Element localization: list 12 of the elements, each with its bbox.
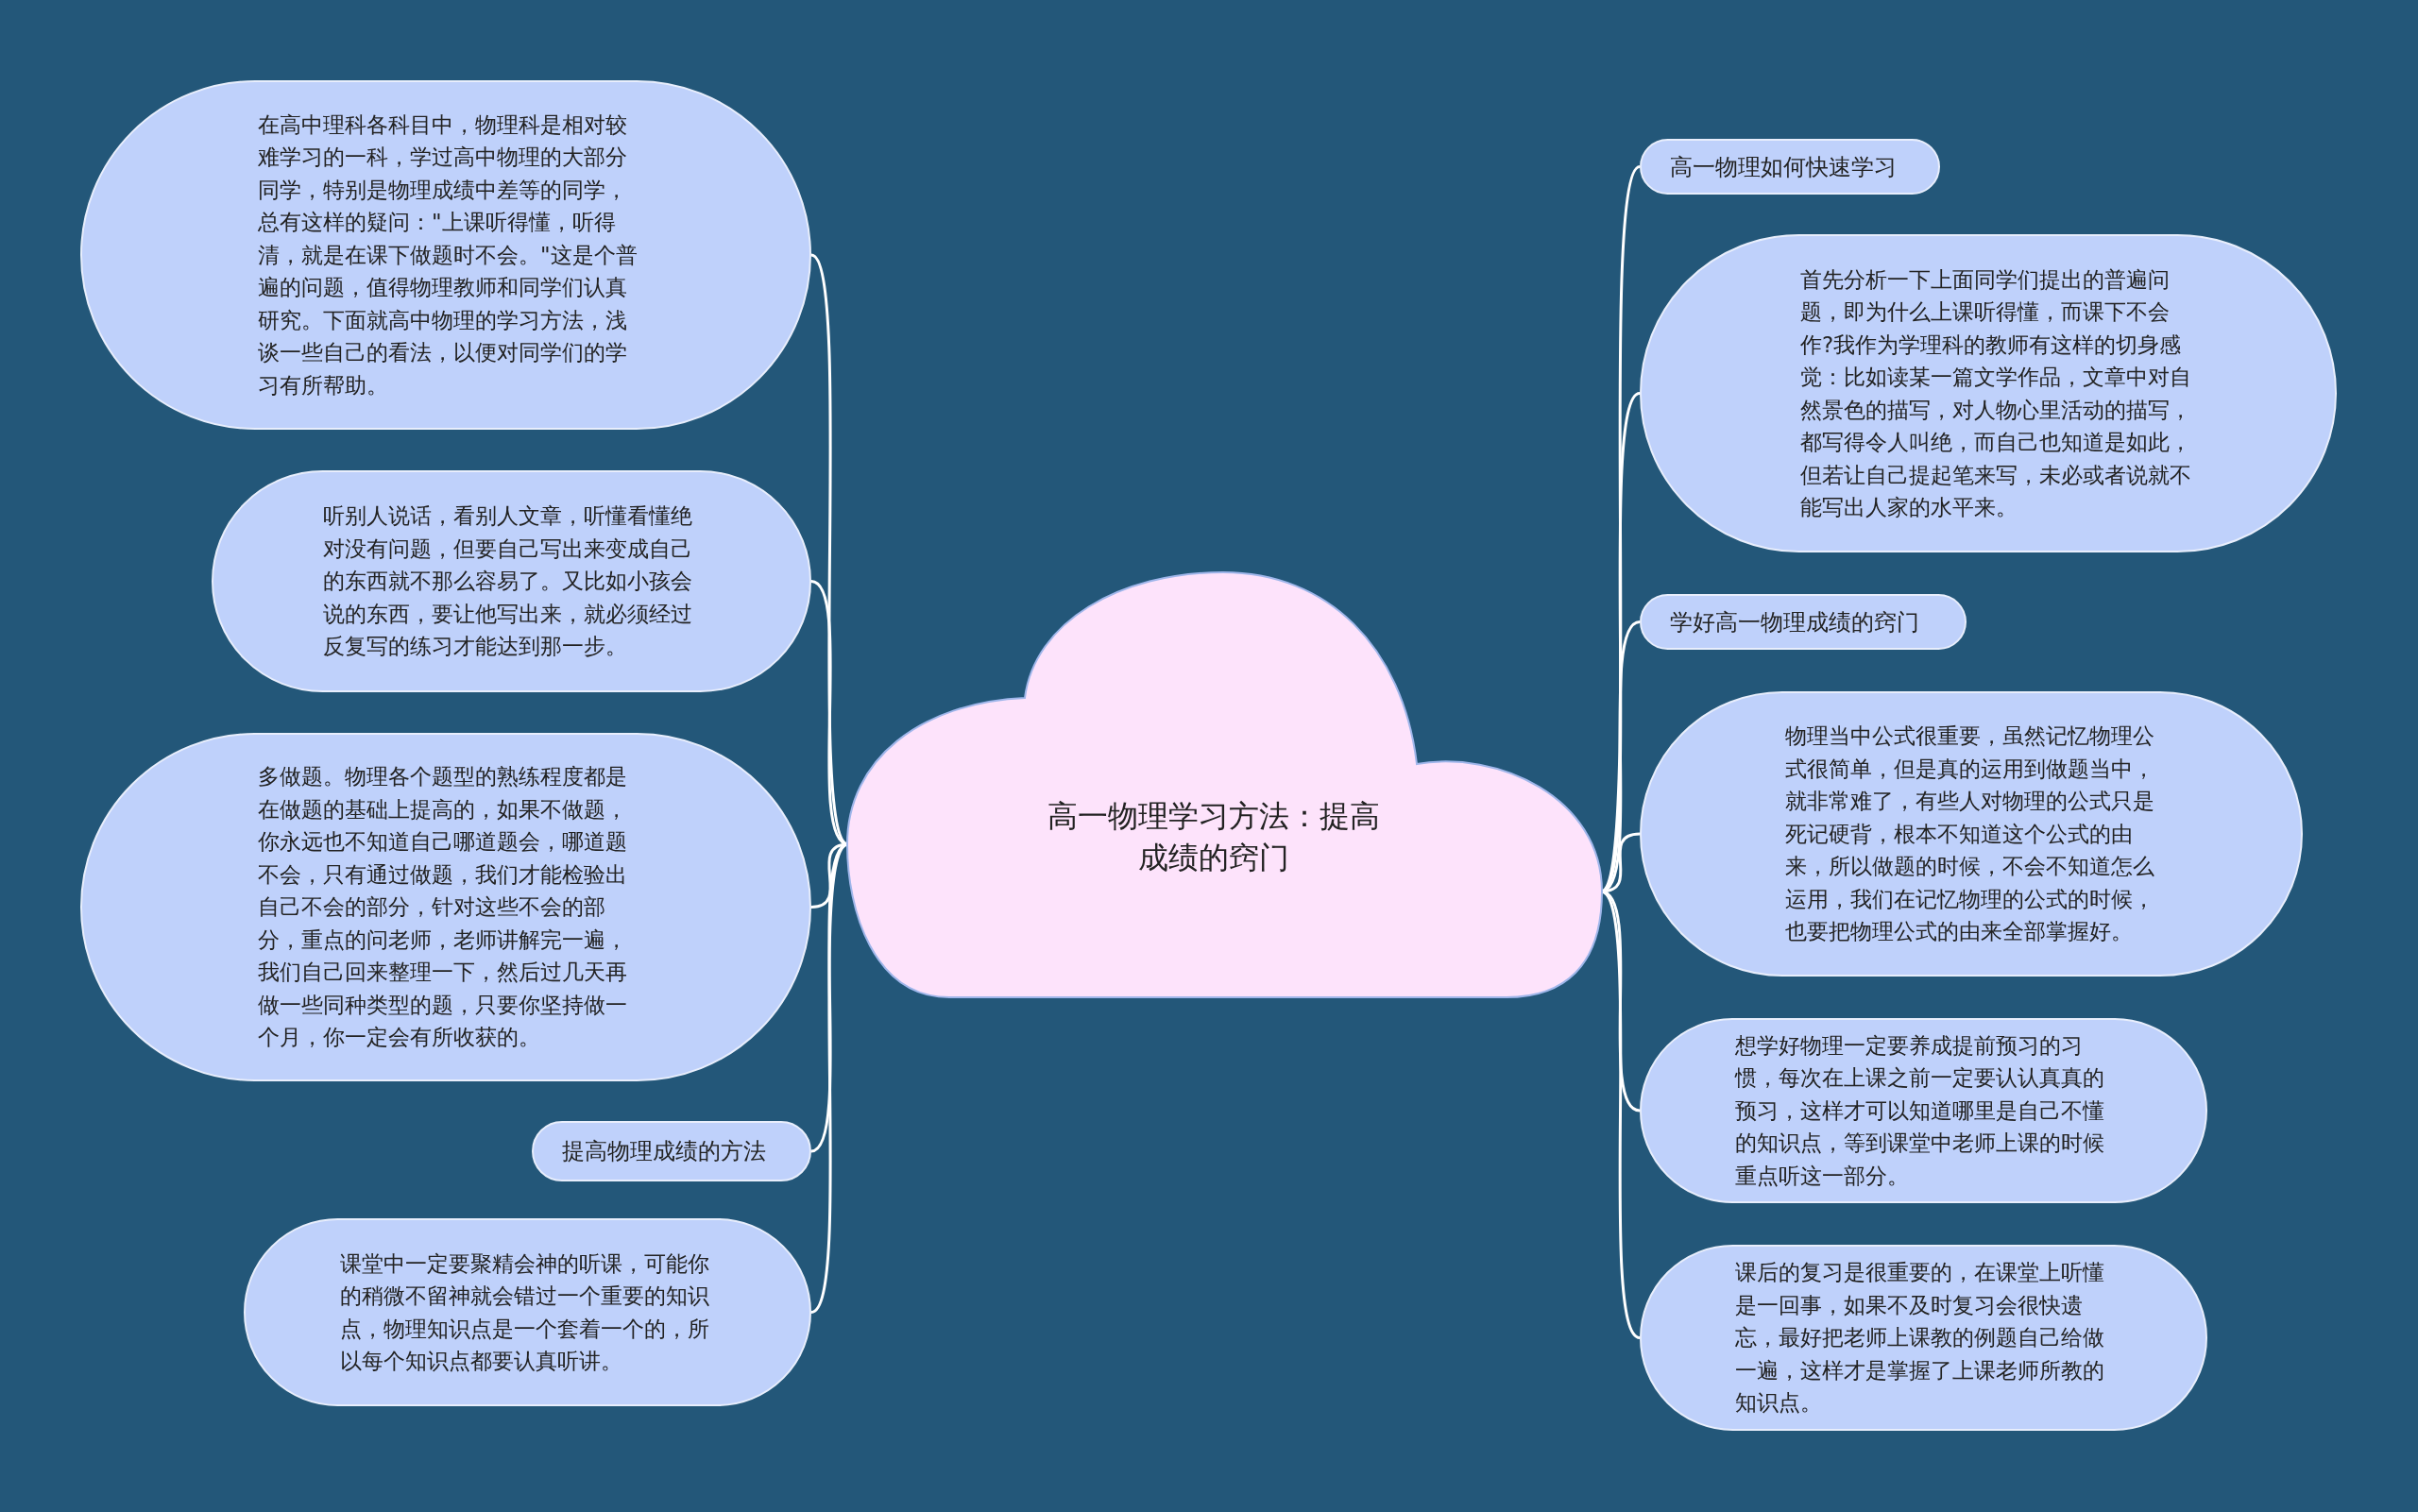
note-bubble: 首先分析一下上面同学们提出的普遍问题，即为什么上课听得懂，而课下不会作?我作为学理科的教师有这样的切身感觉：比如读某一篇文学作品，文章中对自然景色的描写，对人物心里活动的描写，都写得令人叫绝，而自己也知道是如此，但若让自己提起笔来写，未必或者说就不能写出人家的水平来。 bbox=[1640, 234, 2337, 552]
note-bubble: 多做题。物理各个题型的熟练程度都是在做题的基础上提高的，如果不做题，你永远也不知道自己哪道题会，哪道题不会，只有通过做题，我们才能检验出自己不会的部分，针对这些不会的部分，重点的问老师，老师讲解完一遍，我们自己回来整理一下，然后过几天再做一些同种类型的题，只要你坚持做一个月，你一定会有所收获的。 bbox=[80, 733, 811, 1081]
topic-pill: 学好高一物理成绩的窍门 bbox=[1640, 594, 1967, 650]
topic-pill: 提高物理成绩的方法 bbox=[532, 1121, 811, 1181]
note-bubble: 课堂中一定要聚精会神的听课，可能你的稍微不留神就会错过一个重要的知识点，物理知识点是一个套着一个的，所以每个知识点都要认真听讲。 bbox=[244, 1218, 811, 1406]
note-bubble: 物理当中公式很重要，虽然记忆物理公式很简单，但是真的运用到做题当中，就非常难了，有些人对物理的公式只是死记硬背，根本不知道这个公式的由来，所以做题的时候，不会不知道怎么运用，我们在记忆物理的公式的时候，也要把物理公式的由来全部掌握好。 bbox=[1640, 691, 2303, 977]
note-bubble: 课后的复习是很重要的，在课堂上听懂是一回事，如果不及时复习会很快遗忘，最好把老师上课教的例题自己给做一遍，这样才是掌握了上课老师所教的知识点。 bbox=[1640, 1245, 2207, 1431]
note-bubble: 想学好物理一定要养成提前预习的习惯，每次在上课之前一定要认认真真的预习，这样才可以知道哪里是自己不懂的知识点，等到课堂中老师上课的时候重点听这一部分。 bbox=[1640, 1018, 2207, 1203]
topic-pill: 高一物理如何快速学习 bbox=[1640, 139, 1940, 195]
central-topic: 高一物理学习方法：提高成绩的窍门 bbox=[1047, 797, 1381, 877]
note-bubble: 在高中理科各科目中，物理科是相对较难学习的一科，学过高中物理的大部分同学，特别是物理成绩中差等的同学，总有这样的疑问："上课听得懂，听得清，就是在课下做题时不会。"这是个普遍的问题，值得物理教师和同学们认真研究。下面就高中物理的学习方法，浅谈一些自己的看法，以便对同学们的学习有所帮助。 bbox=[80, 80, 811, 430]
note-bubble: 听别人说话，看别人文章，听懂看懂绝对没有问题，但要自己写出来变成自己的东西就不那么容易了。又比如小孩会说的东西，要让他写出来，就必须经过反复写的练习才能达到那一步。 bbox=[212, 470, 811, 692]
